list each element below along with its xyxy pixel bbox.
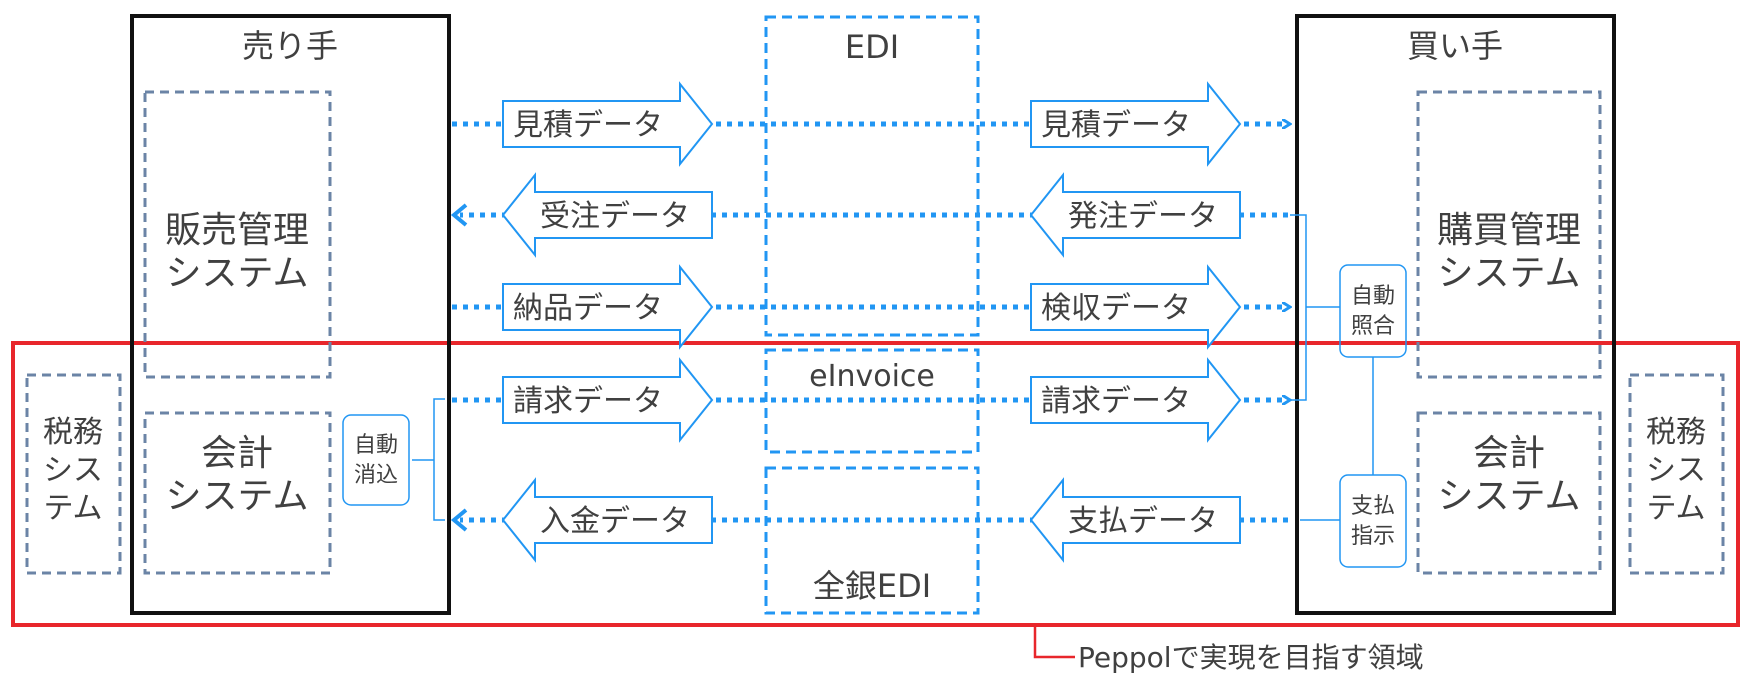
payment-flow-arrowhead bbox=[450, 508, 468, 532]
buyer-payment-instruction-label-2: 指示 bbox=[1351, 524, 1395, 549]
buyer-payment-instruction-box bbox=[1339, 474, 1407, 568]
invoice-buyer-label: 請求データ bbox=[1041, 384, 1191, 419]
order-buyer-arrow bbox=[1029, 172, 1241, 258]
quote-seller-arrow bbox=[502, 81, 714, 167]
seller-title: 売り手 bbox=[242, 27, 338, 65]
peppol-scope-label: Peppolで実現を目指す領域 bbox=[1078, 641, 1424, 674]
seller-tax-system-label-2: シス bbox=[43, 453, 103, 488]
buyer-tax-system-box bbox=[1628, 373, 1725, 575]
peppol-scope-frame bbox=[11, 341, 1740, 627]
buyer-box bbox=[1295, 14, 1616, 615]
seller-tax-system-box bbox=[25, 373, 122, 575]
seller-tax-system-label-1: 税務 bbox=[43, 415, 103, 450]
buyer-title: 買い手 bbox=[1407, 27, 1503, 65]
payment-buyer-arrow bbox=[1029, 477, 1241, 563]
quote-buyer-arrow bbox=[1030, 81, 1242, 167]
order-flow-arrowhead bbox=[450, 203, 468, 227]
einvoice-network-box bbox=[764, 348, 980, 454]
seller-sales-system-label-1: 販売管理 bbox=[165, 210, 309, 251]
invoice-buyer-arrow bbox=[1030, 357, 1242, 443]
seller-accounting-system-box bbox=[143, 411, 332, 575]
buyer-accounting-system-label-1: 会計 bbox=[1473, 433, 1545, 474]
order-seller-label: 受注データ bbox=[540, 199, 690, 234]
quote-seller-label: 見積データ bbox=[513, 108, 663, 143]
buyer-tax-system-label-1: 税務 bbox=[1646, 415, 1706, 450]
peppol-scope-callout-line bbox=[1033, 625, 1075, 659]
receipt-seller-arrow bbox=[501, 477, 713, 563]
buyer-accounting-system-box bbox=[1416, 411, 1602, 575]
buyer-auto-match-label-1: 自動 bbox=[1351, 284, 1395, 309]
buyer-payment-instruction-label-1: 支払 bbox=[1351, 494, 1395, 519]
buyer-accounting-system-label-2: システム bbox=[1438, 476, 1581, 517]
seller-auto-reconcile-label-2: 消込 bbox=[354, 463, 398, 488]
seller-auto-reconcile-bracket bbox=[412, 398, 445, 521]
seller-sales-system-label-2: システム bbox=[166, 253, 309, 294]
buyer-tax-system-label-2: シス bbox=[1646, 453, 1706, 488]
receipt-seller-label: 入金データ bbox=[540, 504, 690, 539]
order-seller-arrow bbox=[501, 172, 713, 258]
seller-auto-reconcile-box bbox=[342, 414, 410, 506]
buyer-purchase-system-label-2: システム bbox=[1438, 253, 1581, 294]
buyer-purchase-system-box bbox=[1416, 90, 1602, 379]
seller-tax-system-label-3: テム bbox=[43, 491, 102, 526]
order-buyer-label: 発注データ bbox=[1068, 199, 1218, 234]
seller-box bbox=[130, 14, 451, 615]
seller-auto-reconcile-label-1: 自動 bbox=[354, 433, 398, 458]
edi-network-label: EDI bbox=[845, 28, 899, 66]
payment-buyer-label: 支払データ bbox=[1068, 504, 1218, 539]
zengin-edi-network-label: 全銀EDI bbox=[813, 567, 931, 605]
buyer-auto-match-bracket bbox=[1290, 214, 1340, 401]
inspection-buyer-arrow bbox=[1030, 264, 1242, 350]
edi-network-box bbox=[764, 15, 980, 337]
buyer-tax-system-label-3: テム bbox=[1646, 491, 1705, 526]
zengin-edi-network-box bbox=[764, 466, 980, 615]
seller-accounting-system-label-2: システム bbox=[166, 476, 309, 517]
seller-accounting-system-label-1: 会計 bbox=[201, 433, 273, 474]
einvoice-network-label: eInvoice bbox=[809, 359, 935, 394]
delivery-seller-label: 納品データ bbox=[513, 291, 663, 326]
inspection-buyer-label: 検収データ bbox=[1041, 291, 1191, 326]
buyer-purchase-system-label-1: 購買管理 bbox=[1437, 210, 1581, 251]
quote-buyer-label: 見積データ bbox=[1041, 108, 1191, 143]
seller-sales-system-box bbox=[143, 90, 332, 379]
buyer-auto-match-label-2: 照合 bbox=[1351, 314, 1395, 339]
delivery-seller-arrow bbox=[502, 264, 714, 350]
invoice-seller-label: 請求データ bbox=[513, 384, 663, 419]
invoice-seller-arrow bbox=[502, 357, 714, 443]
